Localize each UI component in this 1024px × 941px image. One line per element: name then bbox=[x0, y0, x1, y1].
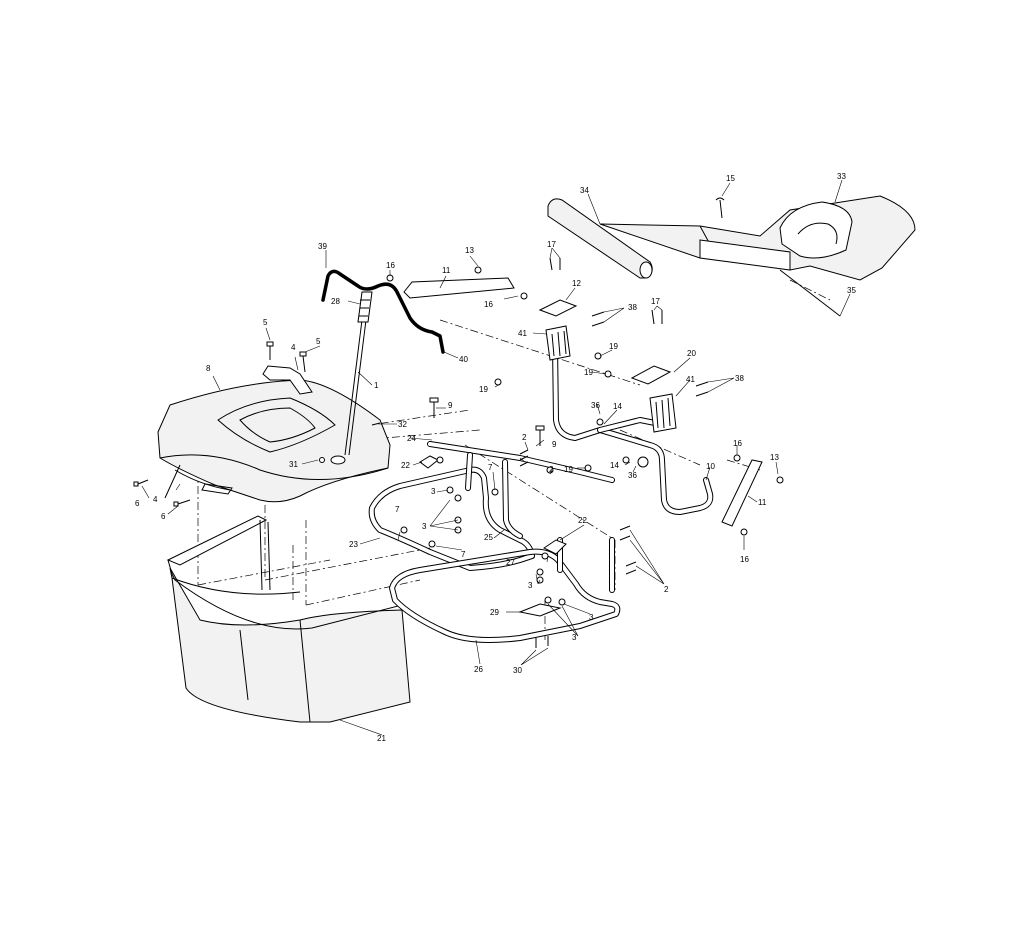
brackets-41 bbox=[538, 299, 677, 433]
callout-2: 2 bbox=[549, 465, 554, 474]
callout-16: 16 bbox=[740, 555, 749, 564]
cover-hinge bbox=[262, 365, 313, 395]
callout-22: 22 bbox=[401, 461, 410, 470]
callout-8: 8 bbox=[206, 364, 211, 373]
callout-5: 5 bbox=[263, 318, 268, 327]
callout-36: 36 bbox=[628, 471, 637, 480]
callout-3: 3 bbox=[528, 581, 533, 590]
leader-lines bbox=[141, 179, 851, 736]
callouts: 1 2 2 2 3 3 3 3 3 4 4 5 5 6 6 7 7 7 8 9 … bbox=[135, 172, 856, 743]
strap-upper bbox=[403, 277, 515, 299]
callout-16: 16 bbox=[386, 261, 395, 270]
callout-10: 10 bbox=[706, 462, 715, 471]
callout-19: 19 bbox=[584, 368, 593, 377]
callout-29: 29 bbox=[490, 608, 499, 617]
callout-1: 1 bbox=[374, 381, 379, 390]
callout-15: 15 bbox=[726, 174, 735, 183]
callout-14: 14 bbox=[610, 461, 619, 470]
callout-2: 2 bbox=[522, 433, 527, 442]
callout-17: 17 bbox=[547, 240, 556, 249]
callout-13: 13 bbox=[465, 246, 474, 255]
callout-19: 19 bbox=[609, 342, 618, 351]
callout-7: 7 bbox=[488, 463, 493, 472]
callout-3: 3 bbox=[422, 522, 427, 531]
callout-24: 24 bbox=[407, 434, 416, 443]
upper-frame bbox=[368, 441, 615, 571]
lower-frame bbox=[389, 537, 621, 643]
callout-25: 25 bbox=[484, 533, 493, 542]
callout-32: 32 bbox=[398, 420, 407, 429]
callout-11: 11 bbox=[758, 498, 767, 507]
callout-11: 11 bbox=[442, 266, 451, 275]
clamp-right bbox=[543, 539, 567, 555]
grass-bag bbox=[166, 515, 411, 723]
callout-16: 16 bbox=[733, 439, 742, 448]
callout-31: 31 bbox=[289, 460, 298, 469]
callout-38: 38 bbox=[735, 374, 744, 383]
callout-35: 35 bbox=[847, 286, 856, 295]
callout-4: 4 bbox=[291, 343, 296, 352]
callout-33: 33 bbox=[837, 172, 846, 181]
callout-6: 6 bbox=[135, 499, 140, 508]
callout-16: 16 bbox=[484, 300, 493, 309]
mount-arm bbox=[552, 342, 714, 515]
callout-21: 21 bbox=[377, 734, 386, 743]
callout-30: 30 bbox=[513, 666, 522, 675]
callout-17: 17 bbox=[651, 297, 660, 306]
callout-20: 20 bbox=[687, 349, 696, 358]
callout-39: 39 bbox=[318, 242, 327, 251]
clip-15 bbox=[715, 197, 725, 219]
callout-19: 19 bbox=[479, 385, 488, 394]
callout-27: 27 bbox=[506, 558, 515, 567]
callout-3: 3 bbox=[589, 613, 594, 622]
callout-9: 9 bbox=[552, 440, 557, 449]
callout-4: 4 bbox=[153, 495, 158, 504]
callout-5: 5 bbox=[316, 337, 321, 346]
callout-22: 22 bbox=[578, 516, 587, 525]
callout-2: 2 bbox=[664, 585, 669, 594]
callout-40: 40 bbox=[459, 355, 468, 364]
callout-14: 14 bbox=[613, 402, 622, 411]
pin-35 bbox=[779, 269, 841, 317]
callout-7: 7 bbox=[395, 505, 400, 514]
callout-19: 19 bbox=[564, 465, 573, 474]
callout-36: 36 bbox=[591, 401, 600, 410]
callout-26: 26 bbox=[474, 665, 483, 674]
chute-assembly bbox=[547, 195, 916, 281]
callout-34: 34 bbox=[580, 186, 589, 195]
callout-9: 9 bbox=[448, 401, 453, 410]
callout-13: 13 bbox=[770, 453, 779, 462]
handle-rod bbox=[344, 291, 373, 456]
callout-28: 28 bbox=[331, 297, 340, 306]
callout-41: 41 bbox=[518, 329, 527, 338]
callout-7: 7 bbox=[461, 550, 466, 559]
callout-3: 3 bbox=[572, 633, 577, 642]
bag-cover bbox=[157, 379, 391, 503]
callout-3: 3 bbox=[431, 487, 436, 496]
callout-38: 38 bbox=[628, 303, 637, 312]
callout-6: 6 bbox=[161, 512, 166, 521]
plate bbox=[518, 603, 562, 617]
strap-lower bbox=[721, 459, 763, 527]
latch-rod bbox=[321, 269, 445, 354]
callout-23: 23 bbox=[349, 540, 358, 549]
clamp-left bbox=[419, 455, 439, 469]
callout-12: 12 bbox=[572, 279, 581, 288]
callout-41: 41 bbox=[686, 375, 695, 384]
